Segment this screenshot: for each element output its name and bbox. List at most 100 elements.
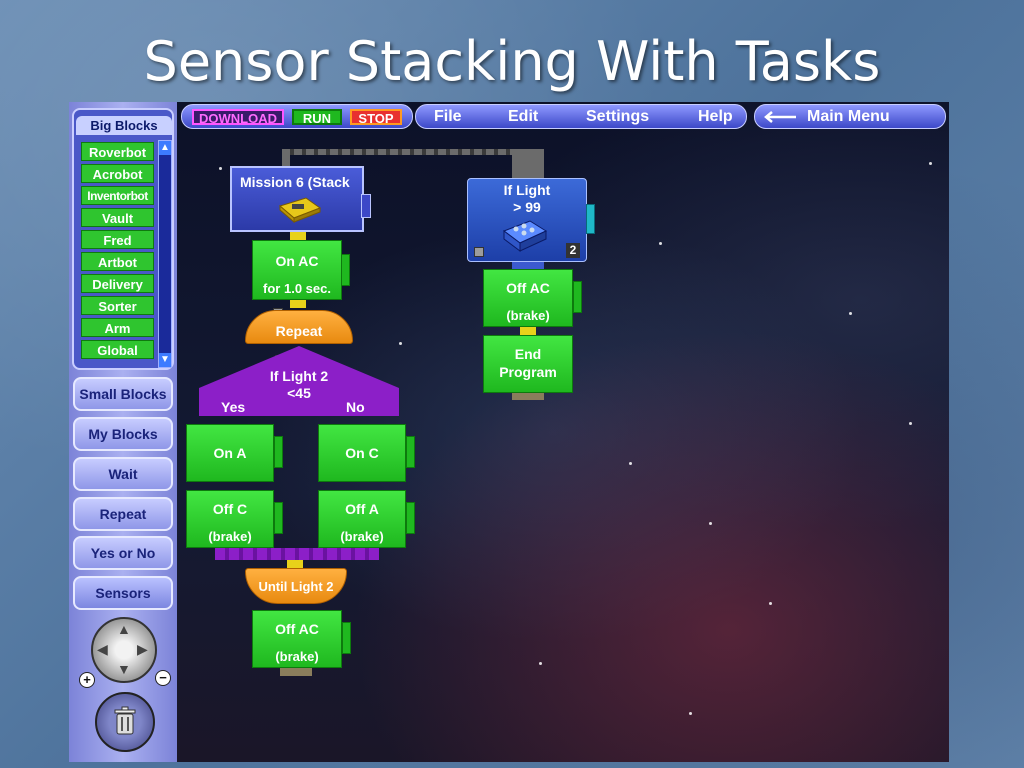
block-tab: [406, 502, 415, 534]
off-c-brake: (brake): [208, 529, 252, 544]
run-button[interactable]: RUN: [292, 109, 342, 126]
arrow-left-icon: [764, 111, 796, 123]
wait-button[interactable]: Wait: [73, 457, 173, 491]
off-c-block[interactable]: Off C (brake): [186, 490, 274, 548]
off-c-label: Off C: [212, 501, 248, 517]
arrow-down-icon[interactable]: ▼: [117, 661, 131, 677]
main-menu-button[interactable]: Main Menu: [754, 104, 946, 129]
fork-merge: [215, 548, 379, 560]
mission-title: Mission 6 (Stack: [240, 174, 350, 190]
light-sensor-icon: [502, 220, 548, 252]
block-tab: [406, 436, 415, 468]
if-light-task-line-1: If Light: [503, 182, 551, 198]
zoom-in-icon[interactable]: +: [79, 672, 95, 688]
until-light-2-label: Until Light 2: [258, 579, 334, 594]
on-ac-duration: for 1.0 sec.: [263, 281, 331, 296]
task-off-ac-brake: (brake): [506, 308, 550, 323]
big-blocks-title: Big Blocks: [76, 116, 172, 135]
arrow-right-icon[interactable]: ▶: [137, 641, 148, 657]
connector: [290, 232, 306, 240]
on-ac-block[interactable]: On AC for 1.0 sec.: [252, 240, 342, 300]
big-block-arm[interactable]: Arm: [81, 318, 154, 337]
fork-side-tab: [381, 394, 391, 416]
block-tab: [274, 436, 283, 468]
yes-label: Yes: [221, 399, 246, 415]
menu-edit[interactable]: Edit: [508, 108, 539, 125]
scroll-down-icon[interactable]: ▼: [159, 353, 171, 367]
off-ac-block[interactable]: Off AC (brake): [252, 610, 342, 668]
block-tab: [274, 502, 283, 534]
big-block-acrobot[interactable]: Acrobot: [81, 164, 154, 183]
slide-title: Sensor Stacking With Tasks: [143, 30, 881, 93]
program-end-connector: [280, 668, 312, 676]
small-blocks-button[interactable]: Small Blocks: [73, 377, 173, 411]
end-program-block[interactable]: End Program: [483, 335, 573, 393]
task-rail: [282, 149, 544, 155]
run-toolbar: DOWNLOAD RUN STOP: [181, 104, 413, 129]
no-label: No: [346, 399, 365, 415]
if-light-2-line-2: <45: [287, 385, 311, 401]
block-tab: [341, 254, 350, 286]
menu-file[interactable]: File: [434, 108, 462, 125]
my-blocks-button[interactable]: My Blocks: [73, 417, 173, 451]
sidebar: Big Blocks Roverbot Acrobot Inventorbot …: [69, 102, 177, 762]
download-button[interactable]: DOWNLOAD: [192, 109, 284, 126]
task-end-connector: [512, 393, 544, 400]
on-a-label: On A: [213, 445, 247, 461]
task-rail-drop-left: [282, 149, 290, 169]
off-a-label: Off A: [345, 501, 379, 517]
big-block-vault[interactable]: Vault: [81, 208, 154, 227]
task-off-ac-block[interactable]: Off AC (brake): [483, 269, 573, 327]
menu-bar: File Edit Settings Help: [415, 104, 747, 129]
trash-button[interactable]: [95, 692, 155, 752]
on-ac-label: On AC: [275, 253, 319, 269]
rcx-brick-icon: [278, 197, 322, 224]
connector: [290, 300, 306, 308]
sensors-button[interactable]: Sensors: [73, 576, 173, 610]
block-tab: [342, 622, 351, 654]
trash-icon: [114, 706, 136, 735]
repeat-button[interactable]: Repeat: [73, 497, 173, 531]
big-block-inventorbot[interactable]: Inventorbot: [81, 186, 154, 205]
if-light-task-block[interactable]: If Light > 99 2: [467, 178, 587, 262]
mission-block[interactable]: Mission 6 (Stack: [230, 166, 364, 232]
repeat-label: Repeat: [275, 323, 323, 339]
off-a-block[interactable]: Off A (brake): [318, 490, 406, 548]
task-rail-drop-right: [512, 149, 544, 179]
big-blocks-panel: Big Blocks Roverbot Acrobot Inventorbot …: [72, 108, 174, 370]
stop-button[interactable]: STOP: [350, 109, 402, 126]
big-block-sorter[interactable]: Sorter: [81, 296, 154, 315]
task-side-tab: [586, 204, 595, 234]
zoom-out-icon[interactable]: −: [155, 670, 171, 686]
until-light-2-block[interactable]: Until Light 2: [245, 568, 347, 604]
block-tab: [573, 281, 582, 313]
on-c-block[interactable]: On C: [318, 424, 406, 482]
yes-or-no-button[interactable]: Yes or No: [73, 536, 173, 570]
end-program-line-2: Program: [499, 364, 557, 380]
on-a-block[interactable]: On A: [186, 424, 274, 482]
big-block-fred[interactable]: Fred: [81, 230, 154, 249]
big-block-delivery[interactable]: Delivery: [81, 274, 154, 293]
if-light-task-line-2: > 99: [513, 199, 541, 215]
if-light-2-fork[interactable]: [199, 344, 401, 416]
big-block-global[interactable]: Global: [81, 340, 154, 359]
scroll-up-icon[interactable]: ▲: [159, 141, 171, 155]
arrow-up-icon[interactable]: ▲: [117, 621, 131, 637]
navigation-dpad[interactable]: ▲ ▼ ◀ ▶: [91, 617, 157, 683]
repeat-block[interactable]: Repeat: [245, 310, 353, 344]
big-block-artbot[interactable]: Artbot: [81, 252, 154, 271]
end-program-line-1: End: [514, 346, 542, 362]
port-indicator: [474, 247, 484, 257]
big-block-roverbot[interactable]: Roverbot: [81, 142, 154, 161]
menu-help[interactable]: Help: [698, 108, 733, 125]
connector: [520, 327, 536, 335]
arrow-left-icon[interactable]: ◀: [97, 641, 108, 657]
big-blocks-scrollbar[interactable]: ▲ ▼: [158, 140, 172, 368]
connector: [512, 262, 544, 269]
main-menu-label: Main Menu: [807, 108, 890, 125]
mission-side-tab: [361, 194, 371, 218]
off-a-brake: (brake): [340, 529, 384, 544]
robolab-window: Big Blocks Roverbot Acrobot Inventorbot …: [69, 102, 949, 762]
sensor-port-number: 2: [566, 243, 580, 258]
menu-settings[interactable]: Settings: [586, 108, 650, 125]
